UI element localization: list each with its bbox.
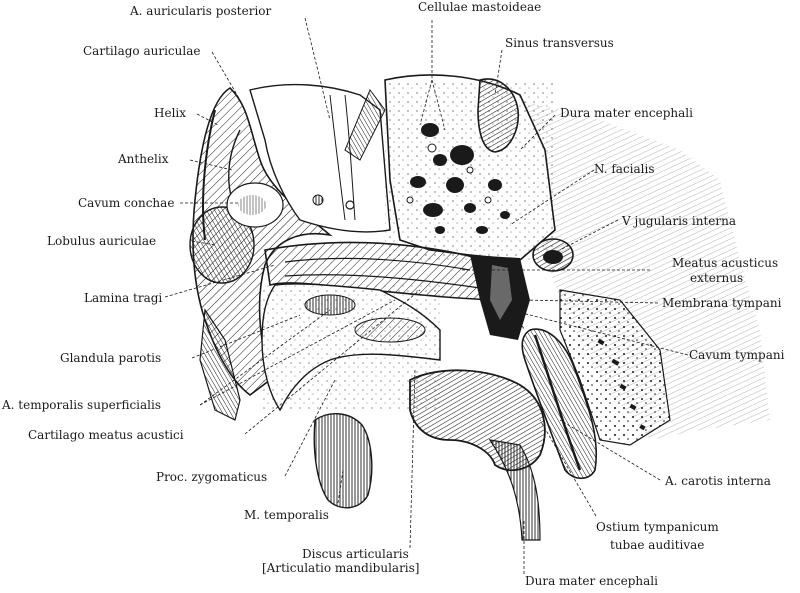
label-n-facialis: N. facialis xyxy=(594,162,655,176)
label-cavum-tympani: Cavum tympani xyxy=(689,348,785,362)
temporalis-muscle xyxy=(199,308,373,509)
label-anthelix: Anthelix xyxy=(118,152,169,166)
label-cavum-conchae: Cavum conchae xyxy=(78,196,175,210)
mandibular-condyle xyxy=(409,369,546,541)
label-dura-mater-bottom: Dura mater encephali xyxy=(525,574,658,588)
label-a-auricularis-posterior: A. auricularis posterior xyxy=(130,4,272,18)
label-tubae-auditivae: tubae auditivae xyxy=(610,538,705,552)
petrous-bone xyxy=(559,289,671,446)
label-ostium-tympanicum: Ostium tympanicum xyxy=(596,520,719,534)
label-cartilago-meatus-acustici: Cartilago meatus acustici xyxy=(28,428,184,442)
carotis-interna xyxy=(521,328,598,480)
label-discus-articularis: Discus articularis xyxy=(302,547,409,561)
label-membrana-tympani: Membrana tympani xyxy=(662,296,782,310)
auricle xyxy=(189,87,333,397)
label-meatus-externus: externus xyxy=(690,271,744,285)
label-helix: Helix xyxy=(154,106,187,120)
tympanic-region xyxy=(470,255,530,340)
label-v-jugularis-interna: V jugularis interna xyxy=(622,214,736,228)
label-proc-zygomaticus: Proc. zygomaticus xyxy=(156,470,268,484)
mastoid-bone xyxy=(384,74,556,261)
label-m-temporalis: M. temporalis xyxy=(244,508,329,522)
leader-lines xyxy=(164,17,689,574)
label-a-temporalis-superficialis: A. temporalis superficialis xyxy=(2,398,161,412)
label-dura-mater-top: Dura mater encephali xyxy=(560,106,693,120)
label-lobulus-auriculae: Lobulus auriculae xyxy=(47,234,157,248)
label-cartilago-auriculae: Cartilago auriculae xyxy=(83,44,201,58)
label-sinus-transversus: Sinus transversus xyxy=(505,36,614,50)
label-glandula-parotis: Glandula parotis xyxy=(60,351,162,365)
label-articulatio-mandibularis: [Articulatio mandibularis] xyxy=(262,561,420,575)
posterior-soft-tissue xyxy=(249,83,391,233)
jugular-vein xyxy=(532,238,574,272)
label-meatus-acusticus: Meatus acusticus xyxy=(672,256,779,270)
label-cellulae-mastoideae: Cellulae mastoideae xyxy=(418,0,542,14)
label-lamina-tragi: Lamina tragi xyxy=(84,291,163,305)
label-a-carotis-interna: A. carotis interna xyxy=(665,474,771,488)
